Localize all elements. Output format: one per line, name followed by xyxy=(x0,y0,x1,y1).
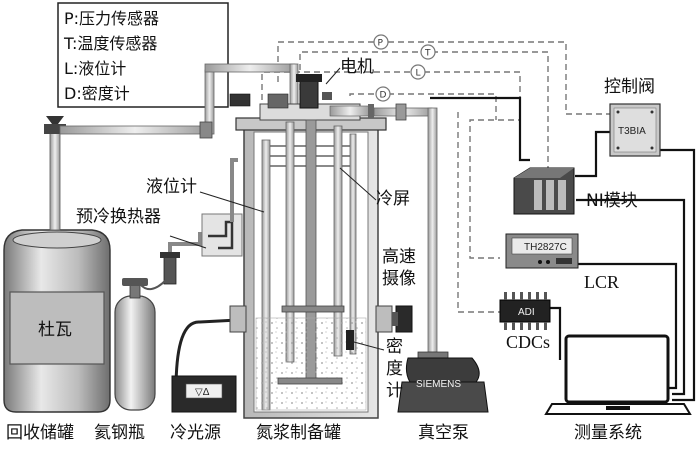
recovery-tank-label-panel xyxy=(9,291,105,365)
viewport-left xyxy=(229,305,247,333)
level-signal-marker xyxy=(410,64,426,80)
hs-camera-label-line2: 摄像 xyxy=(382,269,416,289)
legend-item-level: L:液位计 xyxy=(64,59,126,78)
ni-to-laptop-cable xyxy=(576,198,686,396)
density-signal-letter: D xyxy=(380,91,387,101)
cdc-chip: ADI xyxy=(499,292,551,330)
caption-measurement-system: 测量系统 xyxy=(574,423,642,443)
high-speed-camera xyxy=(392,305,413,333)
stirrer-blade-lower xyxy=(277,377,343,385)
lcr-model-label: TH2827C xyxy=(524,242,567,253)
light-source-buttons: ▽Δ xyxy=(195,387,210,398)
ni-module-label: NI模块 xyxy=(586,191,638,211)
ni-module xyxy=(513,167,575,215)
pressure-signal-letter: P xyxy=(378,39,384,49)
vacuum-pump: SIEMENS xyxy=(397,351,489,413)
return-valve-icon xyxy=(46,116,64,124)
legend-box: P:压力传感器 T:温度传感器 L:液位计 D:密度计 xyxy=(57,2,229,108)
stirrer-blade-upper xyxy=(281,305,345,313)
return-pipe-vertical xyxy=(49,131,61,231)
caption-cold-light: 冷光源 xyxy=(170,423,221,443)
pump-brand-label: SIEMENS xyxy=(416,379,461,390)
level-gauge-label: 液位计 xyxy=(146,177,197,197)
motor-icon xyxy=(299,79,319,109)
instrument-cables xyxy=(430,96,696,402)
caption-helium-cylinder: 氦钢瓶 xyxy=(94,423,145,443)
helium-cylinder xyxy=(114,232,202,411)
temperature-signal-letter: T xyxy=(424,49,431,59)
caption-slurry-vessel: 氮浆制备罐 xyxy=(256,423,341,443)
vacuum-line xyxy=(373,103,438,353)
precool-hx-label: 预冷换热器 xyxy=(76,207,161,227)
density-sensor-probe xyxy=(346,330,354,350)
lcr-to-laptop-cable xyxy=(578,262,678,390)
density-meter-label-line1: 密 xyxy=(386,337,403,357)
slurry-vessel xyxy=(229,103,393,419)
density-signal-marker xyxy=(375,86,391,102)
control-valve: T3BIA xyxy=(609,103,661,157)
return-valve-body xyxy=(44,124,66,134)
legend-item-pressure: P:压力传感器 xyxy=(64,9,159,28)
valve-cable-to-ni xyxy=(575,130,610,178)
density-meter-label-line2: 度 xyxy=(386,359,403,379)
return-pipeline xyxy=(59,63,299,139)
pressure-signal-marker xyxy=(373,34,389,50)
motor-assembly xyxy=(229,74,374,118)
recovery-tank: 杜瓦 xyxy=(3,116,111,413)
viewport-right xyxy=(375,305,393,333)
pressure-transducer xyxy=(267,93,289,109)
cylinder-valve-handle xyxy=(122,278,148,286)
level-controller-box xyxy=(229,93,251,107)
component-labels: 电机 控制阀 液位计 预冷换热器 冷屏 NI模块 高速 摄像 LCR CDCs … xyxy=(76,57,655,401)
hs-camera-label-line1: 高速 xyxy=(382,247,416,267)
bottom-captions: 回收储罐 氦钢瓶 冷光源 氮浆制备罐 真空泵 测量系统 xyxy=(6,423,642,443)
cold-screen-label: 冷屏 xyxy=(376,189,410,209)
control-valve-label: 控制阀 xyxy=(604,77,655,97)
dewar-tag-label: 杜瓦 xyxy=(38,320,72,340)
caption-recovery-tank: 回收储罐 xyxy=(6,423,74,443)
cdcs-label: CDCs xyxy=(506,332,550,352)
level-signal-letter: L xyxy=(416,69,421,79)
regulator-icon xyxy=(163,255,177,285)
return-elbow xyxy=(199,121,213,139)
valve-model-label: T3BIA xyxy=(618,126,646,137)
cdc-to-laptop-cable xyxy=(548,306,562,360)
lcr-meter: TH2827C xyxy=(505,233,579,269)
legend-item-temperature: T:温度传感器 xyxy=(63,34,157,53)
cold-light-source: ▽Δ xyxy=(171,315,247,413)
caption-vacuum-pump: 真空泵 xyxy=(418,423,469,443)
legend-item-density: D:密度计 xyxy=(64,84,130,103)
precool-heat-exchanger xyxy=(201,158,243,257)
vacuum-valve xyxy=(395,103,407,121)
temperature-signal-marker xyxy=(420,44,436,60)
valve-to-laptop-cable xyxy=(660,148,696,402)
motor-label: 电机 xyxy=(340,57,374,77)
density-signal-line-lower xyxy=(457,112,500,313)
density-signal-line-upper xyxy=(349,93,497,120)
density-meter-label-line3: 计 xyxy=(386,381,403,401)
light-source-display xyxy=(185,383,223,399)
sensor-cable-to-ni xyxy=(430,96,530,162)
signal-markers: P T L D xyxy=(373,34,436,102)
laptop xyxy=(544,334,692,415)
chip-brand-label: ADI xyxy=(518,307,535,318)
pressure-signal-line xyxy=(277,41,610,115)
lcr-label: LCR xyxy=(584,272,619,292)
